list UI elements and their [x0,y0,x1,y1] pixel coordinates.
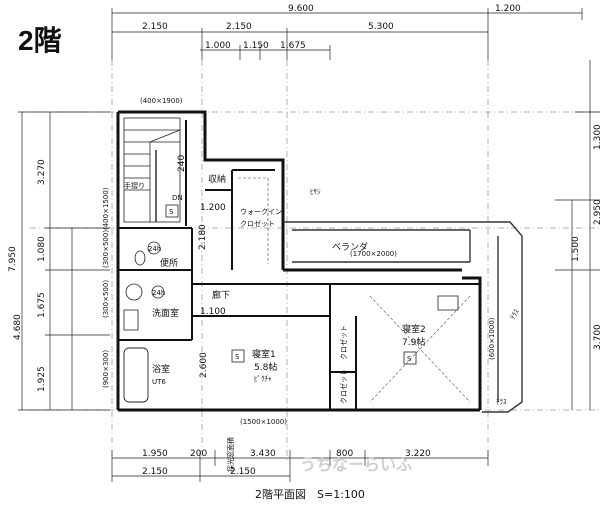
stair-opening-note: (400×1900) [140,97,183,105]
window-note-4: (900×300) [102,350,110,388]
washroom-label: 洗面室 [152,307,179,319]
bedroom2-area: 7.9帖 [402,336,425,348]
dim-top-overall: 9.600 [288,4,314,14]
dim-right-3: 1.500 [571,236,581,262]
dim-top-3-b: 1.150 [243,41,269,51]
walkin-closet-lines [238,177,269,264]
plan-caption: 2階平面図 S=1:100 [255,487,365,501]
bedroom1-name: 寝室1 [252,348,276,360]
dim-bottom-1b: 200 [190,449,207,459]
window-note-3: (300×500) [102,280,110,318]
dim-top-right: 1.200 [495,4,521,14]
right-dimensions [555,60,600,410]
storage-label: 収納 [208,173,226,185]
dim-interior-2180: 2.180 [198,224,208,250]
interior-walls [118,120,480,410]
bedroom2-s-box [403,351,417,365]
dim-right-2: 2.950 [593,199,603,225]
top-dimensions [111,8,583,60]
left-dimensions [18,111,110,411]
walkin-label-1: ウォークイン [240,208,282,216]
dim-left-3: 1.675 [37,292,47,318]
dim-interior-240: 240 [177,155,187,172]
dim-right-1: 1.300 [593,124,603,150]
grid-lines [30,60,600,460]
bedroom2-cross [369,295,471,403]
sink-icon [123,309,139,331]
dim-interior-2600: 2.600 [199,352,209,378]
dim-bottom-1a: 1.950 [142,449,168,459]
window-note-bed2: (600×1000) [488,317,496,360]
window-note-1: (400×1500) [102,187,110,230]
stair-dn-label: DN [172,194,183,202]
dim-right-4: 3.700 [593,324,603,350]
toilet-24h-icon [147,241,161,255]
toilet-bowl-icon [134,250,146,266]
dim-top-3-c: 1.675 [280,41,306,51]
dim-top-2-b: 2.150 [226,22,252,32]
dim-top-3-a: 1.000 [205,41,231,51]
bedroom2-ac-icon [437,295,459,311]
handrail-label: 手摺り [124,181,145,190]
washer-icon [125,283,143,301]
terrace-note: ﾃﾗｽ [496,398,507,406]
bedroom1-note: ﾋﾟｸﾁｬ [254,375,272,383]
dim-top-2-c: 5.300 [368,22,394,32]
window-note-balcony: (1700×2000) [350,250,397,258]
floor-title: 2階 [18,25,62,56]
dim-interior-1200: 1.200 [200,203,226,213]
dim-bottom-2b: 2.150 [230,467,256,477]
watermark: うちなーらいふ [300,455,412,474]
dim-interior-1100: 1.100 [200,307,226,317]
bedroom2-s-mark: S [407,355,412,363]
toilet-label: 便所 [160,257,178,269]
dim-bottom-1c: 3.430 [250,449,276,459]
balcony-right-label: ﾃﾗｽ [509,307,521,321]
bedroom1-s-mark: S [235,353,240,361]
balcony-outline [283,221,523,413]
toilet-24h: 24h [148,245,161,253]
hall-label: 廊下 [212,289,230,301]
bedroom1-area: 5.8帖 [254,361,277,373]
dim-left-overall: 7.950 [8,246,18,272]
wash-24h: 24h [152,289,165,297]
bath-label: 浴室 [152,363,170,375]
bath-sub-label: UT6 [152,378,166,386]
stair [123,117,181,223]
stair-s-mark: S [169,208,174,216]
walkin-label-2: クロゼット [240,219,275,228]
window-note-bottom: (1500×1000) [240,418,287,426]
dim-left-2: 1.080 [37,236,47,262]
exterior-walls [116,110,482,412]
dim-bottom-1d: 800 [336,449,353,459]
wash-24h-icon [151,285,165,299]
bathtub-icon [123,347,149,403]
balcony-label: ベランダ [332,241,368,253]
closet-2b-label: クロゼット [339,369,348,404]
dim-top-2-a: 2.150 [142,22,168,32]
bedroom2-name: 寝室2 [402,323,426,335]
dim-left-4: 1.925 [37,366,47,392]
bedroom1-s-box [231,349,245,363]
stair-s-box [165,204,179,218]
eaves-label: ﾋｻｼ [310,188,321,196]
closet-2a-label: クロゼット [339,325,348,360]
dim-bottom-1e: 3.220 [405,449,431,459]
bottom-dimensions [111,450,489,482]
dim-left-1: 3.270 [37,159,47,185]
window-note-2: (300×500) [102,230,110,268]
dim-left-1b: 4.680 [13,314,23,340]
dim-bottom-2a: 2.150 [142,467,168,477]
light-well-note: 採光窓面積 [226,437,235,472]
